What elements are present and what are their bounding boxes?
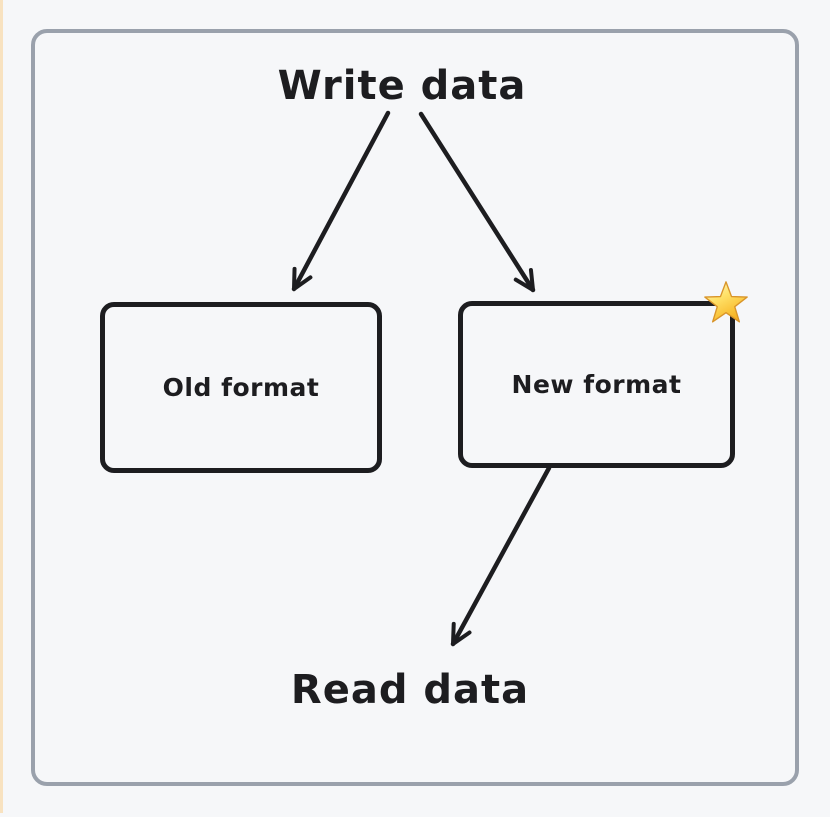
diagram-frame <box>31 29 799 786</box>
node-old-format: Old format <box>100 302 382 473</box>
star-icon <box>704 281 748 323</box>
canvas-left-edge-strip <box>0 0 3 813</box>
node-old-format-label: Old format <box>162 373 320 402</box>
node-new-format-label: New format <box>511 370 682 399</box>
write-data-label: Write data <box>277 63 527 109</box>
read-data-label: Read data <box>290 667 530 713</box>
node-new-format: New format <box>458 301 735 468</box>
